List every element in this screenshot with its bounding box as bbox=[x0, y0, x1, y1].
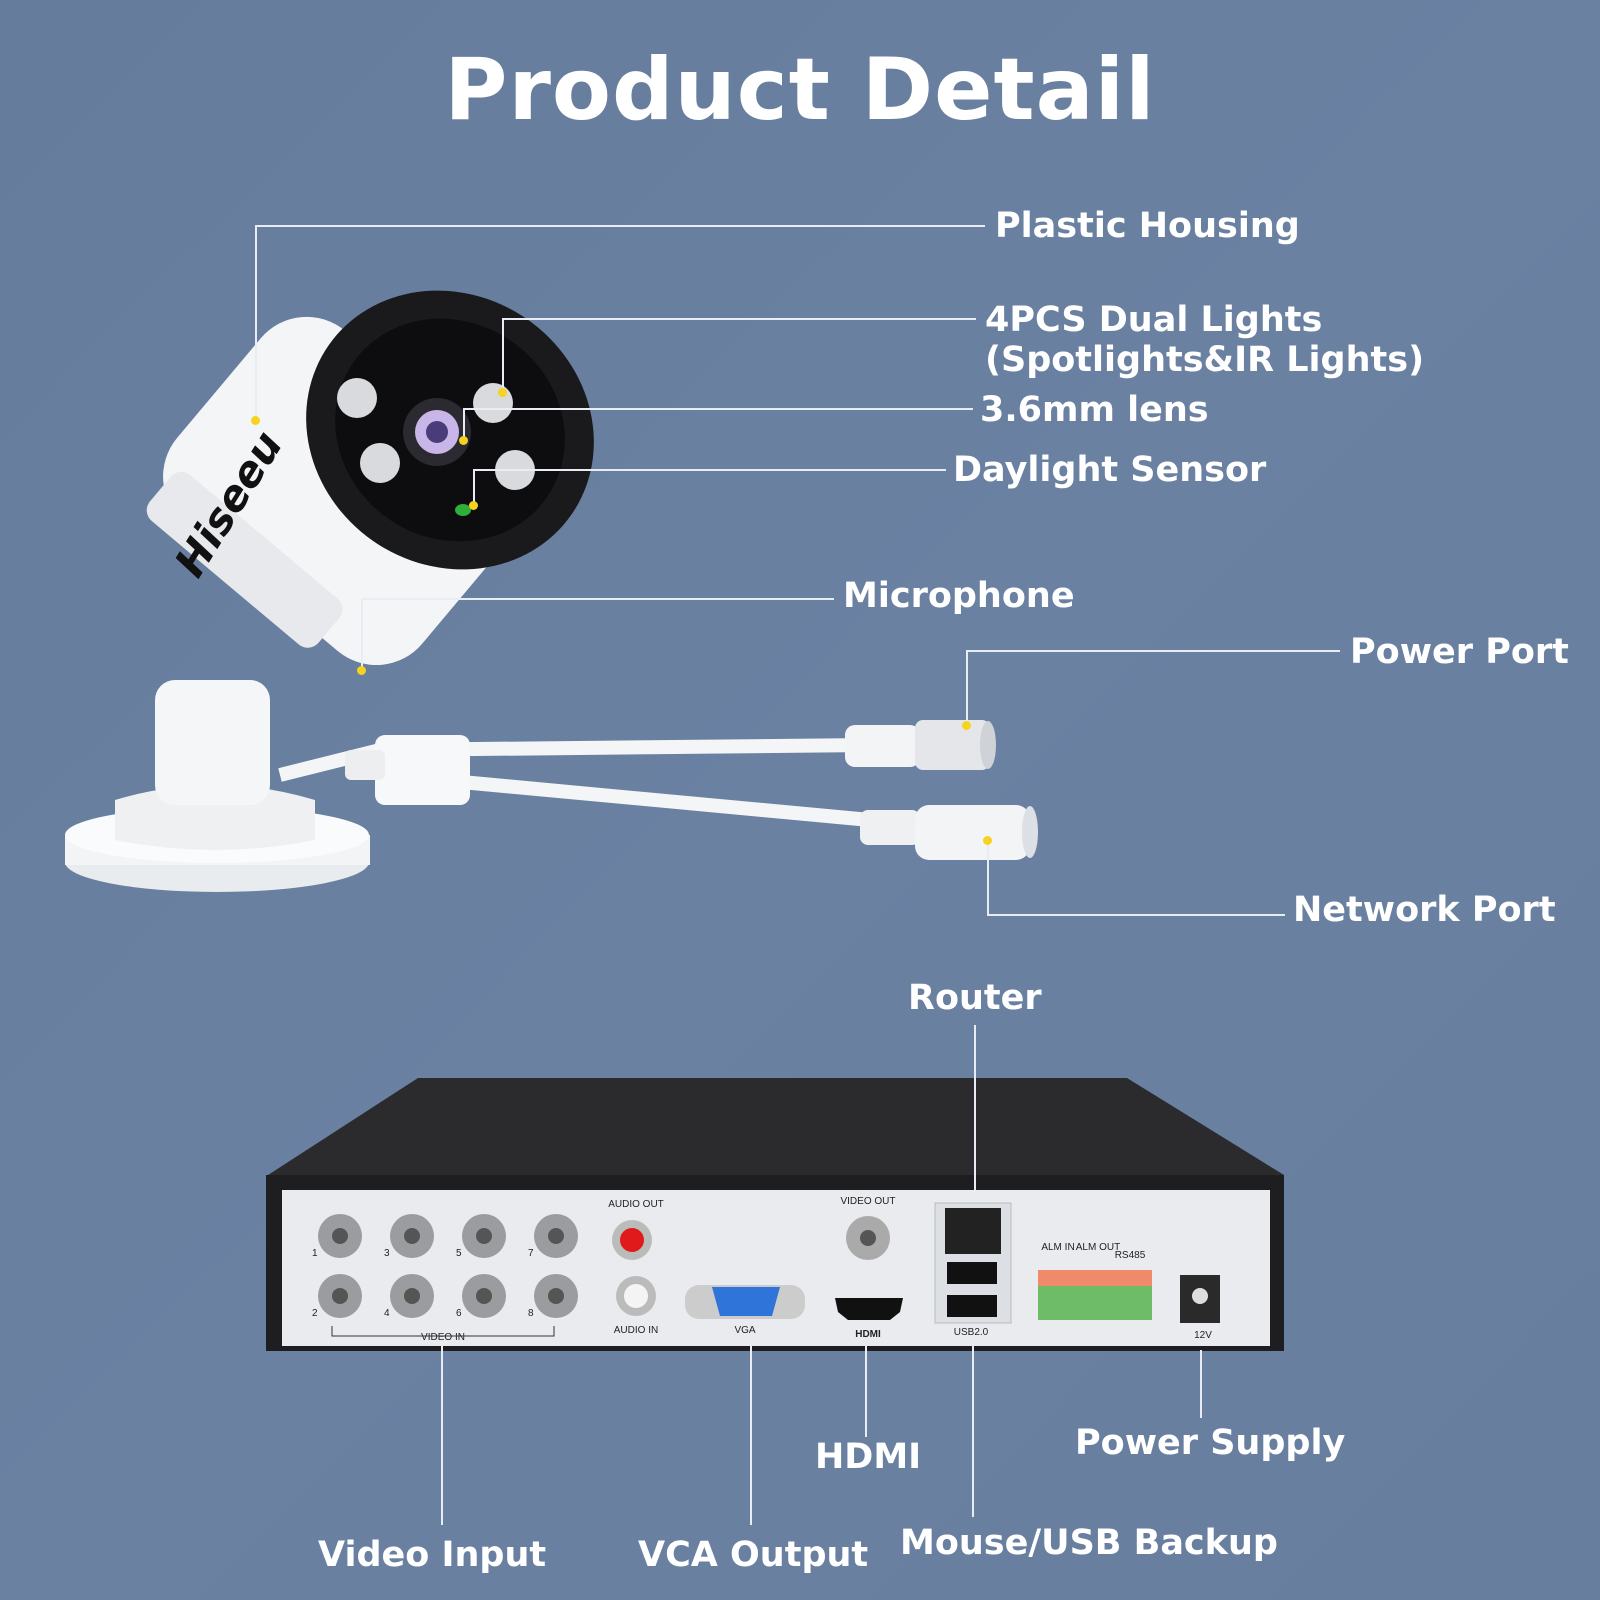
label-daylight-sensor: Daylight Sensor bbox=[953, 450, 1267, 490]
svg-text:USB2.0: USB2.0 bbox=[954, 1327, 989, 1338]
svg-text:AUDIO IN: AUDIO IN bbox=[614, 1325, 658, 1336]
label-hdmi: HDMI bbox=[815, 1437, 922, 1477]
svg-text:VIDEO IN: VIDEO IN bbox=[421, 1332, 465, 1343]
audio-in-port bbox=[624, 1284, 648, 1308]
label-lens: 3.6mm lens bbox=[980, 390, 1209, 430]
label-vca-output: VCA Output bbox=[638, 1535, 869, 1575]
label-dual-lights-sub: (Spotlights&IR Lights) bbox=[985, 340, 1425, 380]
ethernet-port bbox=[945, 1208, 1001, 1254]
channel-number: 4 bbox=[384, 1308, 390, 1319]
cable-splitter bbox=[375, 735, 470, 805]
vga-port bbox=[712, 1287, 780, 1316]
label-microphone: Microphone bbox=[843, 576, 1075, 616]
svg-text:VIDEO OUT: VIDEO OUT bbox=[840, 1196, 895, 1207]
network-connector bbox=[860, 810, 920, 845]
label-usb-backup: Mouse/USB Backup bbox=[900, 1523, 1278, 1563]
channel-number: 5 bbox=[456, 1248, 462, 1259]
svg-text:HDMI: HDMI bbox=[855, 1329, 881, 1340]
channel-number: 2 bbox=[312, 1308, 318, 1319]
power-connector bbox=[845, 725, 920, 767]
light-icon bbox=[337, 378, 377, 418]
usb-port bbox=[947, 1262, 997, 1284]
channel-number: 8 bbox=[528, 1308, 534, 1319]
svg-text:12V: 12V bbox=[1194, 1330, 1212, 1341]
usb-port bbox=[947, 1295, 997, 1317]
label-power-supply: Power Supply bbox=[1075, 1423, 1346, 1463]
channel-number: 6 bbox=[456, 1308, 462, 1319]
mount-arm bbox=[155, 680, 270, 805]
daylight-sensor-icon bbox=[455, 504, 471, 516]
channel-number: 3 bbox=[384, 1248, 390, 1259]
light-icon bbox=[360, 443, 400, 483]
microphone-housing bbox=[146, 471, 343, 648]
network-cable bbox=[439, 773, 871, 827]
svg-text:AUDIO OUT: AUDIO OUT bbox=[608, 1199, 664, 1210]
label-power-port: Power Port bbox=[1350, 632, 1569, 672]
label-dual-lights: 4PCS Dual Lights bbox=[985, 300, 1323, 340]
dvr-rear-panel bbox=[282, 1190, 1270, 1346]
label-video-input: Video Input bbox=[318, 1535, 547, 1575]
dvr-top bbox=[268, 1078, 1284, 1175]
audio-out-port bbox=[620, 1228, 644, 1252]
svg-text:ALM IN: ALM IN bbox=[1041, 1242, 1074, 1253]
svg-text:RS485: RS485 bbox=[1115, 1250, 1146, 1261]
label-network-port: Network Port bbox=[1293, 890, 1556, 930]
svg-text:VGA: VGA bbox=[734, 1325, 755, 1336]
label-plastic-housing: Plastic Housing bbox=[995, 206, 1300, 246]
svg-text:ALM OUT: ALM OUT bbox=[1076, 1242, 1120, 1253]
hdmi-port bbox=[835, 1298, 903, 1320]
page-title: Product Detail bbox=[444, 40, 1156, 140]
channel-number: 1 bbox=[312, 1248, 318, 1259]
label-router: Router bbox=[908, 978, 1042, 1018]
channel-number: 7 bbox=[528, 1248, 534, 1259]
